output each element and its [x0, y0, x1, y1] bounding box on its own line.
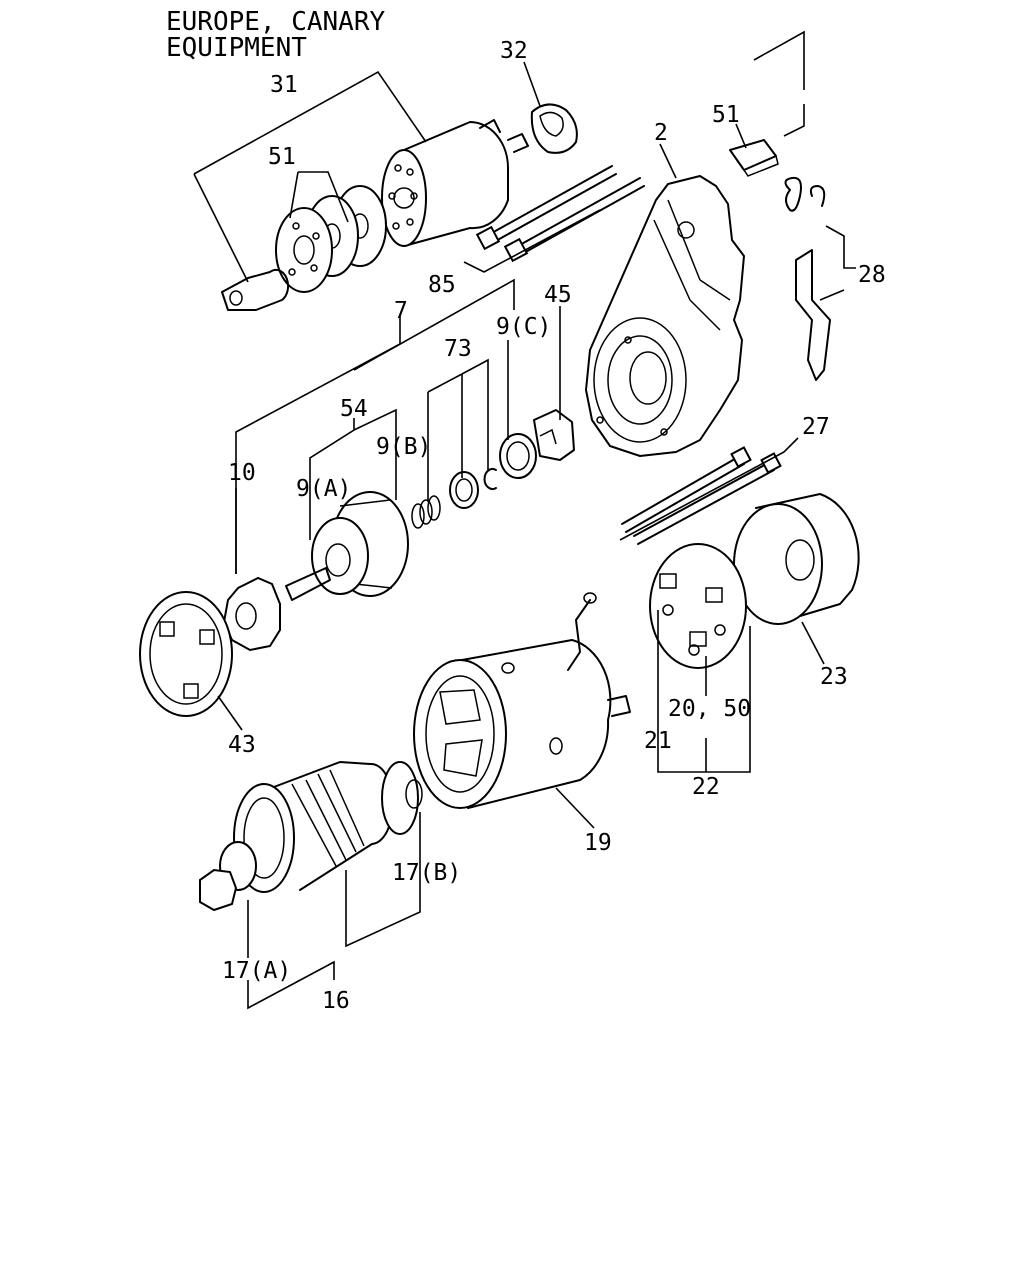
- gear-case-housing: [585, 175, 745, 457]
- label-23: 23: [820, 664, 848, 690]
- shift-lever-bracket: [533, 409, 575, 461]
- pinion-gear: [222, 576, 281, 652]
- label-73: 73: [444, 336, 472, 362]
- label-7: 7: [394, 298, 408, 324]
- label-32: 32: [500, 38, 528, 64]
- label-2: 2: [654, 120, 668, 146]
- stop-collar: [449, 471, 479, 509]
- rear-end-cover: [733, 493, 860, 625]
- label-21: 21: [644, 728, 672, 754]
- plunger: [221, 268, 290, 311]
- label-16: 16: [322, 988, 350, 1014]
- label-20-50: 20, 50: [668, 696, 751, 722]
- overrunning-clutch: [285, 491, 409, 601]
- brush-holder: [649, 543, 747, 669]
- armature: [199, 761, 423, 912]
- front-housing-cover: [139, 591, 233, 717]
- through-bolts-lower: [621, 446, 782, 545]
- label-10: 10: [228, 460, 256, 486]
- leader-lines: [193, 30, 856, 1010]
- label-45: 45: [544, 282, 572, 308]
- through-bolts-upper: [475, 165, 645, 263]
- c-clip: [483, 468, 497, 490]
- pinion-spring: [411, 495, 441, 529]
- lever-spring: [784, 176, 831, 381]
- label-9a: 9(A): [296, 476, 351, 502]
- label-51-left: 51: [268, 144, 296, 170]
- yoke-field-frame: [413, 592, 631, 809]
- header-line-2: EQUIPMENT: [166, 33, 307, 63]
- label-19: 19: [584, 830, 612, 856]
- label-85: 85: [428, 272, 456, 298]
- label-28: 28: [858, 262, 886, 288]
- label-51-right: 51: [712, 102, 740, 128]
- label-17a: 17(A): [222, 958, 291, 984]
- label-22: 22: [692, 774, 720, 800]
- label-54: 54: [340, 396, 368, 422]
- label-9b: 9(B): [376, 434, 431, 460]
- part-labels: 31 32 51 51 2 28 85 45 7 9(C) 73 54 9(B)…: [222, 38, 886, 1014]
- snap-ring-c: [499, 433, 537, 479]
- label-9c: 9(C): [496, 314, 551, 340]
- boot-cover: [530, 103, 578, 154]
- terminal-clip: [729, 139, 779, 177]
- solenoid-switch: [381, 119, 529, 247]
- header-line-1: EUROPE, CANARY: [166, 7, 385, 37]
- label-31: 31: [270, 72, 298, 98]
- label-43: 43: [228, 732, 256, 758]
- label-17b: 17(B): [392, 860, 461, 886]
- label-27: 27: [802, 414, 830, 440]
